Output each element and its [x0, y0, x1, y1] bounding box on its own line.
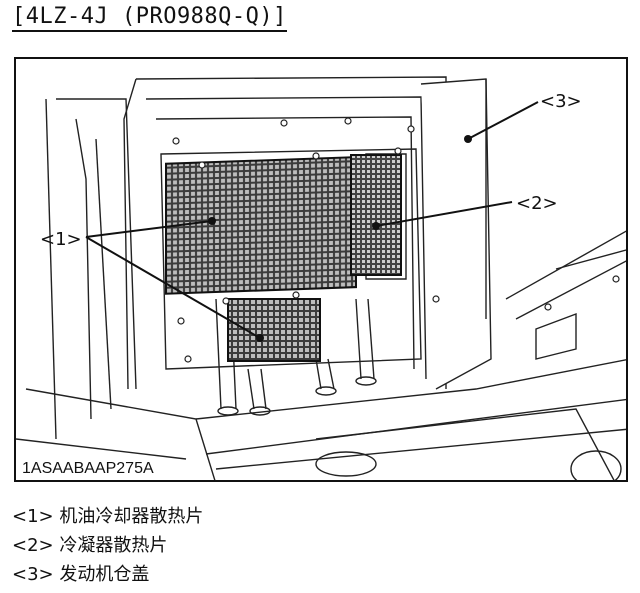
technical-illustration: <1> <2> <3> 1ASAABAAP275A: [14, 57, 628, 482]
legend-item-engine-hood: <3> 发动机仓盖: [12, 564, 150, 585]
figure-id-label: 1ASAABAAP275A: [20, 460, 156, 478]
model-title: [4LZ-4J (PRO988Q-Q)]: [12, 4, 287, 32]
callout-2: <2>: [516, 193, 558, 214]
parts-legend: <1> 机油冷却器散热片 <2> 冷凝器散热片 <3> 发动机仓盖: [12, 502, 203, 589]
engine-compartment-drawing: <1> <2> <3>: [16, 76, 626, 480]
callout-3: <3>: [540, 91, 582, 112]
callout-1: <1>: [40, 229, 82, 250]
legend-item-condenser: <2> 冷凝器散热片: [12, 535, 168, 556]
legend-item-oil-cooler: <1> 机油冷却器散热片: [12, 506, 204, 527]
